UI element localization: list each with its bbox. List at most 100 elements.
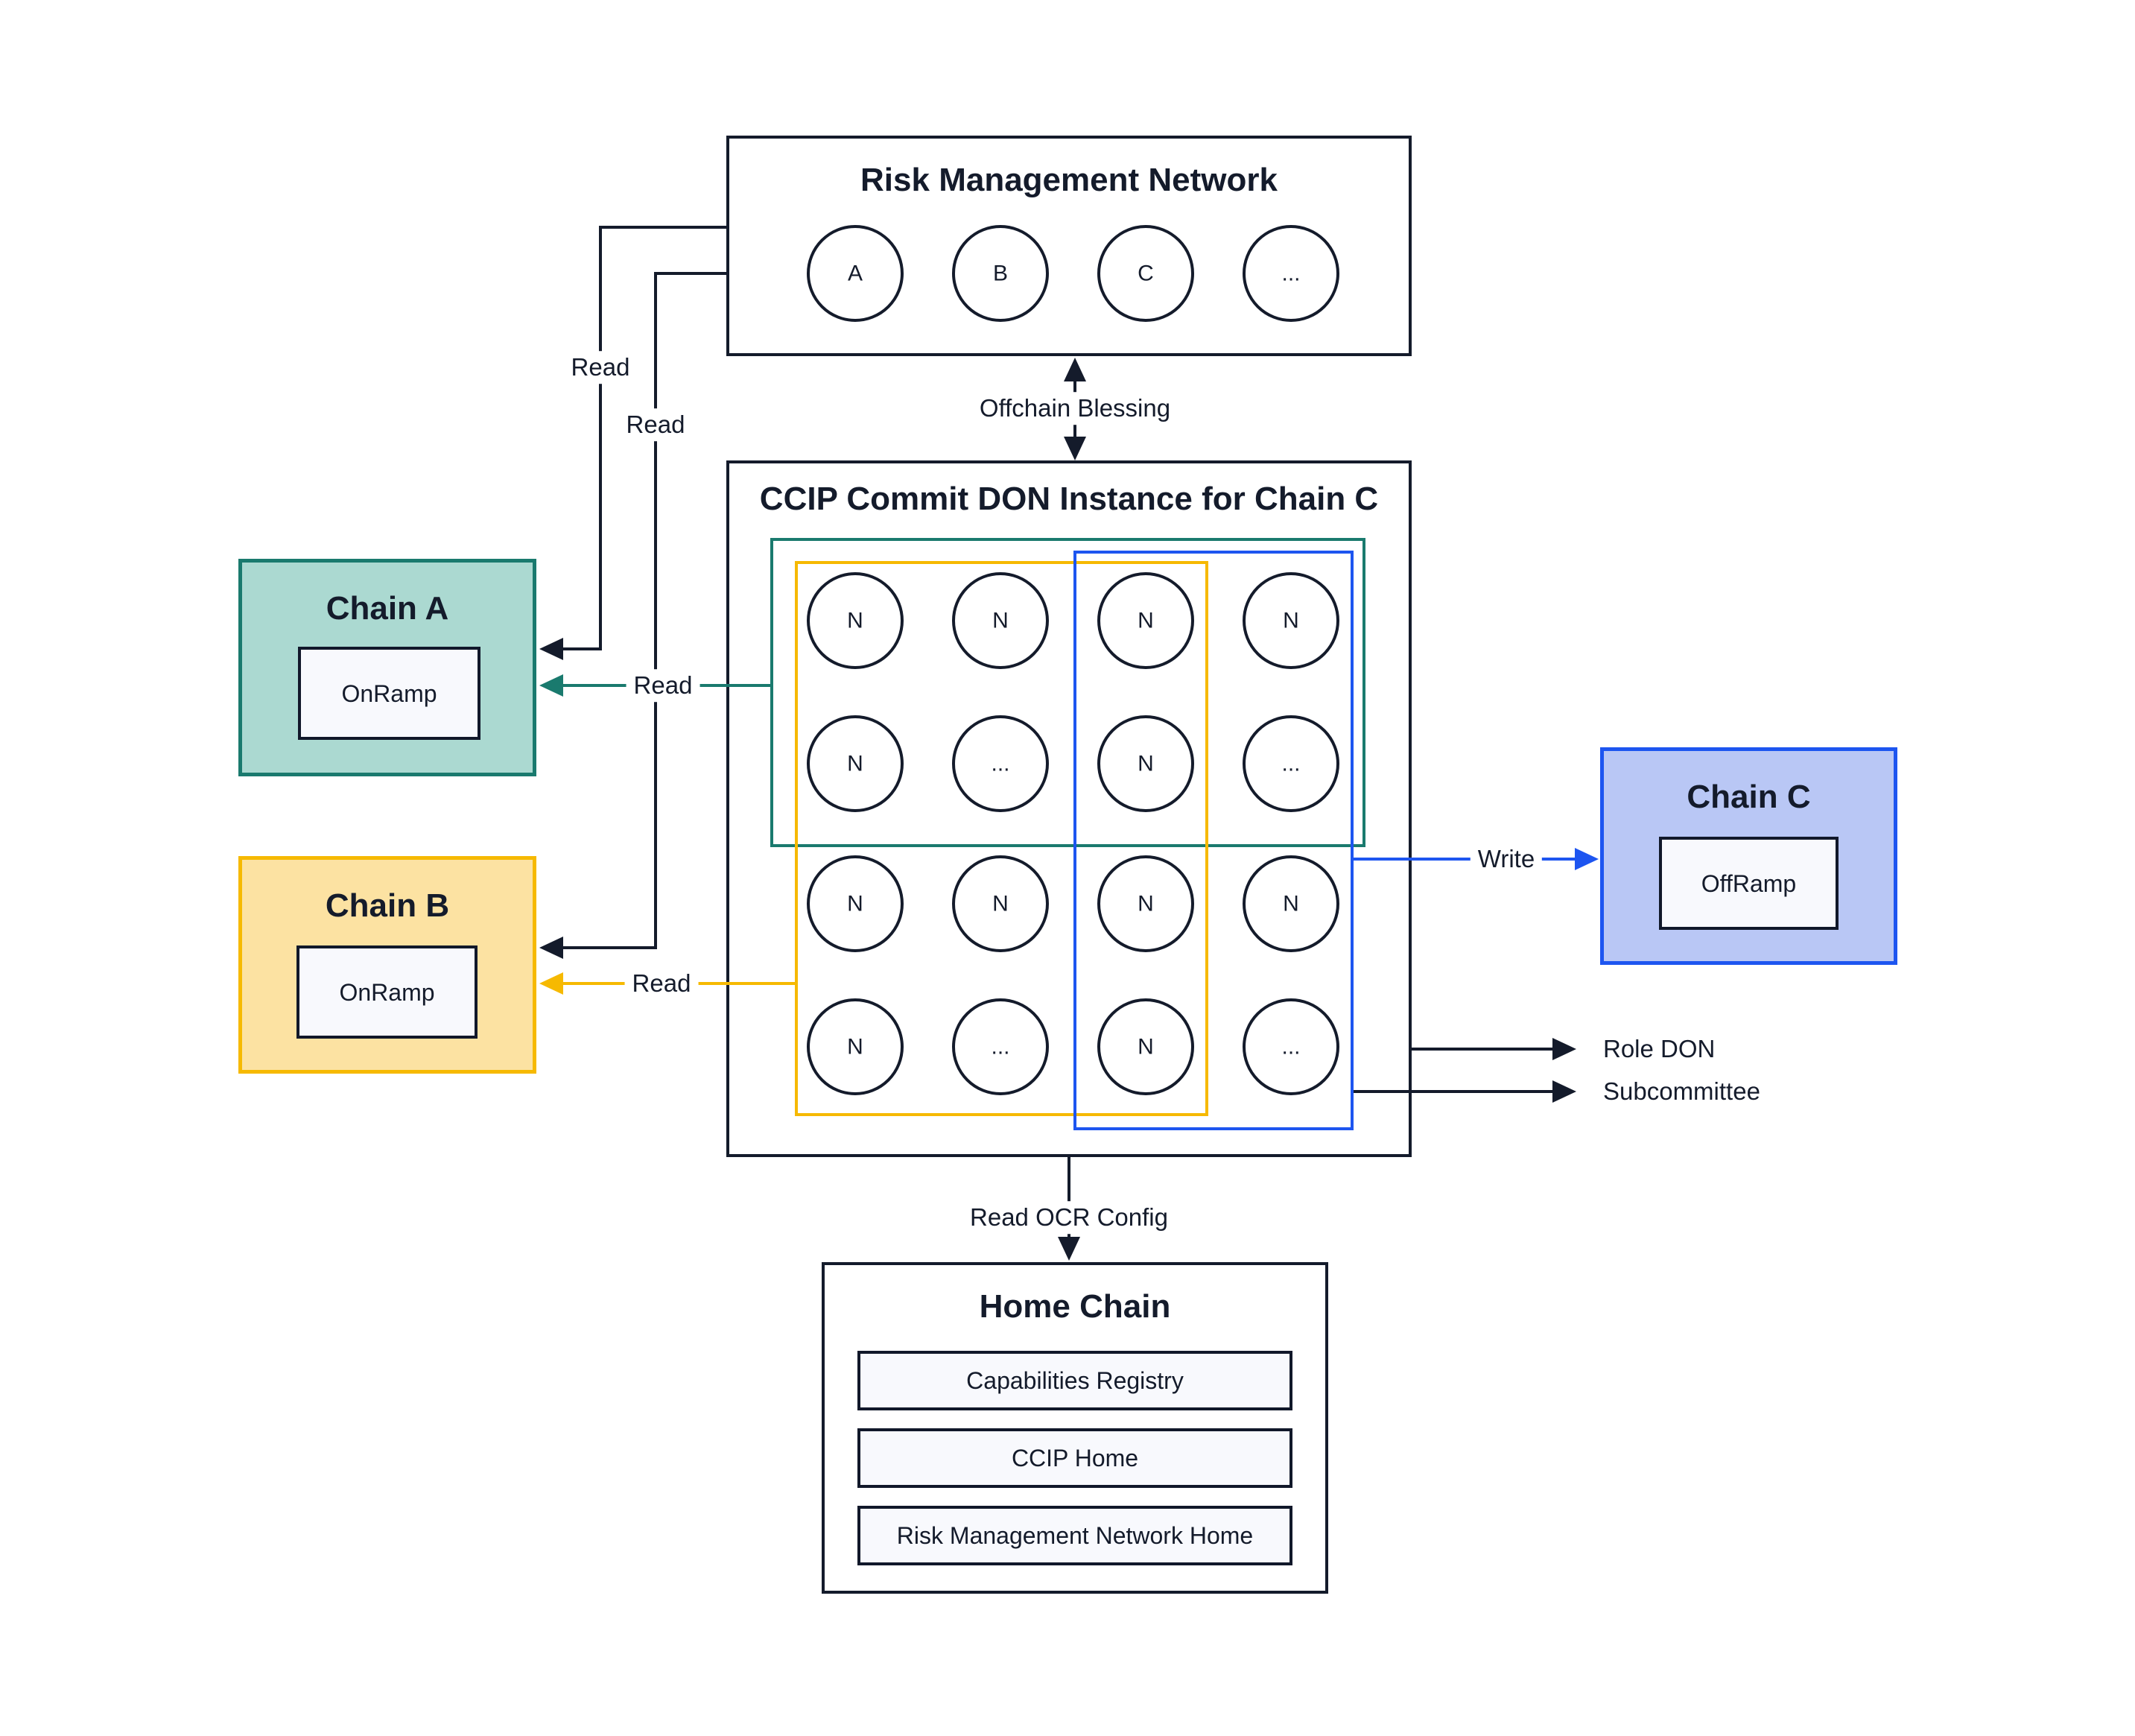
don-node-label: N — [1283, 609, 1299, 633]
rmn-node-more: ... — [1243, 225, 1339, 322]
don-node-label: ... — [1281, 1035, 1300, 1059]
don-node-r3c1: N — [807, 855, 904, 952]
don-node-circle — [1097, 855, 1194, 952]
don-node-label: N — [847, 609, 863, 633]
rmn-node-label: ... — [1281, 262, 1300, 286]
chain-c-offramp-box: OffRamp — [1659, 837, 1839, 930]
don-node-circle — [807, 715, 904, 812]
subcommittee-rect-yellow — [795, 561, 1208, 1116]
don-node-circle — [952, 572, 1049, 669]
don-node-r2c2: ... — [952, 715, 1049, 812]
don-node-r3c3: N — [1097, 855, 1194, 952]
don-node-circle — [1097, 998, 1194, 1095]
ccip-title: CCIP Commit DON Instance for Chain C — [759, 481, 1379, 517]
don-node-circle — [807, 855, 904, 952]
offchain-blessing-arrowhead-down — [1064, 437, 1086, 460]
read-ocr-config-label: Read OCR Config — [962, 1201, 1176, 1234]
don-node-label: N — [1138, 752, 1154, 776]
subcommittee-arrowhead — [1552, 1080, 1576, 1103]
chain-a-onramp-box: OnRamp — [298, 647, 480, 740]
home-chain-title: Home Chain — [979, 1288, 1171, 1325]
don-node-r4c3: N — [1097, 998, 1194, 1095]
read-label-don-b: Read — [624, 967, 699, 1000]
subcommittee-label: Subcommittee — [1603, 1077, 1760, 1106]
subcommittee-rect-teal — [770, 538, 1365, 847]
capabilities-registry-label: Capabilities Registry — [966, 1367, 1184, 1394]
rmn-node-label: B — [993, 262, 1008, 286]
don-node-label: ... — [991, 1035, 1009, 1059]
don-node-r1c2: N — [952, 572, 1049, 669]
rmn-title: Risk Management Network — [860, 162, 1278, 198]
ccip-home-label: CCIP Home — [1011, 1445, 1139, 1472]
don-node-label: N — [847, 892, 863, 916]
subcommittee-rect-blue — [1073, 551, 1354, 1130]
rmn-node-circle — [807, 225, 904, 322]
rmn-node-c: C — [1097, 225, 1194, 322]
don-node-label: N — [1138, 1035, 1154, 1059]
don-node-circle — [1097, 572, 1194, 669]
don-node-r1c4: N — [1243, 572, 1339, 669]
chain-c-title: Chain C — [1687, 779, 1811, 815]
ccip-home-box: CCIP Home — [857, 1428, 1292, 1488]
rmn-home-box: Risk Management Network Home — [857, 1506, 1292, 1565]
write-label: Write — [1470, 843, 1543, 875]
offchain-blessing-label: Offchain Blessing — [971, 392, 1178, 425]
don-node-label: N — [1283, 892, 1299, 916]
don-node-label: N — [1138, 892, 1154, 916]
don-node-r1c3: N — [1097, 572, 1194, 669]
don-to-chain-a-arrowhead — [539, 674, 563, 697]
chain-b-title: Chain B — [325, 887, 450, 924]
rmn-node-circle — [1243, 225, 1339, 322]
capabilities-registry-box: Capabilities Registry — [857, 1351, 1292, 1410]
read-label-rmn-a: Read — [563, 351, 638, 384]
rmn-to-chain-b-arrowhead — [539, 937, 563, 959]
don-node-label: ... — [991, 752, 1009, 776]
rmn-node-b: B — [952, 225, 1049, 322]
don-node-label: ... — [1281, 752, 1300, 776]
don-node-label: N — [992, 609, 1009, 633]
don-to-chain-c-arrowhead — [1575, 848, 1599, 870]
don-node-circle — [807, 998, 904, 1095]
don-node-r4c4: ... — [1243, 998, 1339, 1095]
rmn-node-label: C — [1138, 262, 1154, 286]
rmn-node-circle — [952, 225, 1049, 322]
don-node-r2c3: N — [1097, 715, 1194, 812]
don-node-r4c2: ... — [952, 998, 1049, 1095]
don-node-r3c4: N — [1243, 855, 1339, 952]
chain-b-onramp-label: OnRamp — [339, 978, 435, 1006]
read-label-don-a: Read — [626, 669, 700, 702]
don-node-label: N — [847, 1035, 863, 1059]
don-node-circle — [807, 572, 904, 669]
rmn-to-chain-a-arrowhead — [539, 638, 563, 660]
don-node-label: N — [1138, 609, 1154, 633]
chain-a-title: Chain A — [326, 590, 449, 627]
don-node-label: N — [847, 752, 863, 776]
don-node-r1c1: N — [807, 572, 904, 669]
don-node-circle — [1243, 715, 1339, 812]
rmn-node-circle — [1097, 225, 1194, 322]
chain-a-onramp-label: OnRamp — [341, 679, 437, 707]
rmn-home-label: Risk Management Network Home — [896, 1522, 1254, 1549]
offchain-blessing-arrowhead-up — [1064, 358, 1086, 381]
rmn-node-a: A — [807, 225, 904, 322]
rmn-node-label: A — [848, 262, 863, 286]
role-don-label: Role DON — [1603, 1035, 1716, 1063]
don-node-r3c2: N — [952, 855, 1049, 952]
role-don-arrowhead — [1552, 1038, 1576, 1060]
don-to-chain-b-arrowhead — [539, 972, 563, 995]
chain-c-offramp-label: OffRamp — [1701, 869, 1797, 897]
don-node-label: N — [992, 892, 1009, 916]
read-ocr-config-arrowhead — [1058, 1237, 1080, 1261]
don-node-r4c1: N — [807, 998, 904, 1095]
don-node-circle — [952, 715, 1049, 812]
don-node-r2c1: N — [807, 715, 904, 812]
don-node-r2c4: ... — [1243, 715, 1339, 812]
don-node-circle — [1243, 998, 1339, 1095]
don-node-circle — [1097, 715, 1194, 812]
chain-b-onramp-box: OnRamp — [296, 945, 478, 1039]
rmn-to-chain-a-read-line — [560, 226, 726, 650]
don-node-circle — [952, 998, 1049, 1095]
rmn-to-chain-b-read-line — [560, 272, 726, 949]
